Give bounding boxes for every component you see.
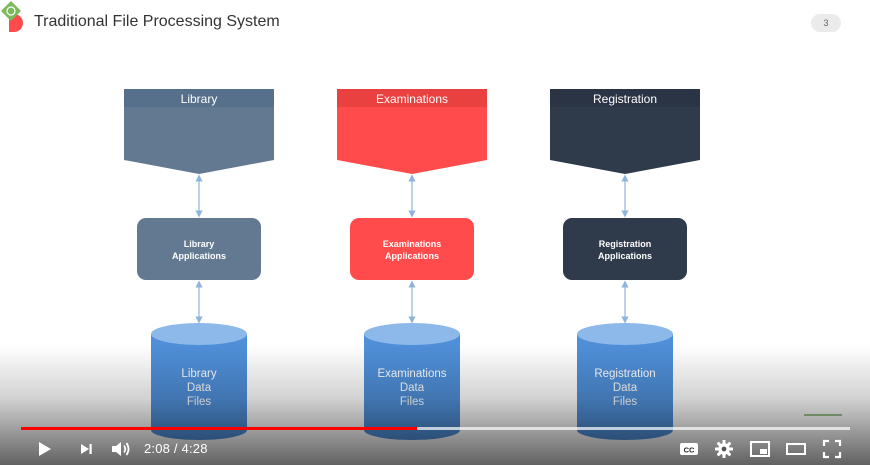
gear-icon — [715, 440, 733, 458]
time-display: 2:08 / 4:28 — [144, 441, 208, 456]
department-block-registration — [550, 89, 700, 174]
data-files-cylinder-top-library — [151, 323, 247, 345]
application-box-registration — [563, 218, 687, 280]
duration: 4:28 — [181, 441, 208, 456]
application-label-line2-examinations: Applications — [385, 251, 439, 261]
captions-button[interactable]: CC — [676, 436, 702, 462]
department-label-library: Library — [181, 92, 218, 106]
svg-text:CC: CC — [684, 446, 695, 455]
volume-icon — [112, 442, 130, 456]
slide-page-number: 3 — [811, 14, 841, 32]
captions-icon: CC — [680, 443, 698, 455]
data-files-cylinder-top-registration — [577, 323, 673, 345]
department-label-registration: Registration — [593, 92, 657, 106]
volume-button[interactable] — [107, 436, 135, 462]
theater-mode-icon — [786, 443, 806, 455]
progress-played — [21, 427, 417, 430]
theater-mode-button[interactable] — [782, 436, 810, 462]
application-label-line1-library: Library — [184, 239, 215, 249]
progress-loaded — [21, 427, 850, 430]
data-files-cylinder-top-examinations — [364, 323, 460, 345]
progress-bar[interactable] — [21, 427, 850, 430]
application-box-examinations — [350, 218, 474, 280]
channel-logo-icon — [1, 1, 21, 21]
application-label-line2-registration: Applications — [598, 251, 652, 261]
next-button[interactable] — [73, 436, 99, 462]
department-header-band-examinations — [337, 89, 487, 107]
current-time: 2:08 — [144, 441, 171, 456]
department-header-band-registration — [550, 89, 700, 107]
next-icon — [81, 444, 92, 454]
application-label-line1-registration: Registration — [599, 239, 652, 249]
department-label-examinations: Examinations — [376, 92, 448, 106]
department-block-library — [124, 89, 274, 174]
settings-button[interactable] — [711, 436, 737, 462]
fullscreen-button[interactable] — [818, 436, 846, 462]
application-label-line2-library: Applications — [172, 251, 226, 261]
miniplayer-button[interactable] — [746, 436, 774, 462]
application-label-line1-examinations: Examinations — [383, 239, 442, 249]
time-separator: / — [173, 441, 182, 456]
play-button[interactable] — [30, 436, 58, 462]
application-box-library — [137, 218, 261, 280]
department-block-examinations — [337, 89, 487, 174]
fullscreen-icon — [822, 439, 842, 459]
department-header-band-library — [124, 89, 274, 107]
slide-title: Traditional File Processing System — [34, 13, 280, 30]
play-icon — [39, 442, 51, 456]
miniplayer-icon — [750, 441, 770, 457]
